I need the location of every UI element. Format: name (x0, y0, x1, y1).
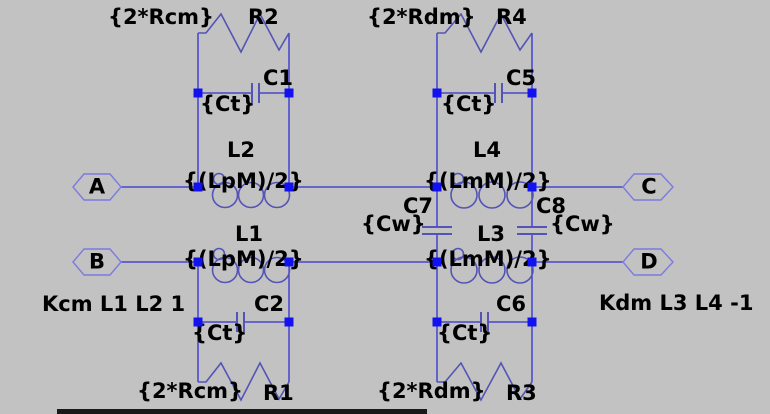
c2-designator-label[interactable]: C2 (254, 292, 285, 316)
inductor-loop (478, 181, 506, 209)
inductor-l4-symbol[interactable] (450, 172, 534, 209)
l1-designator-label[interactable]: L1 (235, 222, 263, 246)
l1-value-label[interactable]: {(LpM)/2} (183, 247, 304, 271)
c8-value-label[interactable]: {Cw} (550, 212, 615, 236)
port-c-symbol[interactable] (622, 173, 674, 201)
port-a-symbol[interactable] (72, 173, 122, 201)
resistor-r4-symbol[interactable] (437, 12, 533, 54)
phasing-dot-icon (451, 247, 465, 261)
r3-value-label[interactable]: {2*Rdm} (377, 379, 486, 403)
inductor-loop (478, 256, 506, 284)
inductor-l1-symbol[interactable] (211, 247, 291, 284)
inductor-loop (211, 256, 239, 284)
r1-designator-label[interactable]: R1 (263, 381, 294, 405)
inductor-loop (237, 181, 265, 209)
r2-value-label[interactable]: {2*Rcm} (108, 5, 214, 29)
r4-designator-label[interactable]: R4 (496, 5, 527, 29)
r1-value-label[interactable]: {2*Rcm} (137, 379, 243, 403)
phasing-dot-icon (451, 172, 465, 186)
inductor-loop (506, 181, 534, 209)
inductor-loop (506, 256, 534, 284)
c5-value-label[interactable]: {Ct} (441, 92, 497, 116)
capacitor-c6-symbol[interactable] (480, 312, 489, 332)
l3-value-label[interactable]: {(LmM)/2} (424, 247, 552, 271)
port-b-symbol[interactable] (72, 248, 122, 276)
inductor-loop (237, 256, 265, 284)
capacitor-c1-symbol[interactable] (251, 83, 260, 103)
l3-designator-label[interactable]: L3 (477, 222, 505, 246)
r3-designator-label[interactable]: R3 (506, 381, 537, 405)
c6-designator-label[interactable]: C6 (496, 292, 527, 316)
l2-value-label[interactable]: {(LpM)/2} (183, 169, 304, 193)
inductor-loop (263, 256, 291, 284)
resistor-r1-symbol[interactable] (198, 361, 290, 402)
c6-value-label[interactable]: {Ct} (437, 321, 493, 345)
capacitor-c8-symbol[interactable] (517, 226, 547, 235)
l4-designator-label[interactable]: L4 (473, 138, 501, 162)
c7-designator-label[interactable]: C7 (403, 194, 434, 218)
resistor-r2-symbol[interactable] (198, 12, 290, 54)
inductor-l2-symbol[interactable] (211, 172, 291, 209)
c8-designator-label[interactable]: C8 (536, 194, 567, 218)
c2-value-label[interactable]: {Ct} (192, 321, 248, 345)
l4-value-label[interactable]: {(LmM)/2} (424, 169, 552, 193)
l2-designator-label[interactable]: L2 (227, 138, 255, 162)
resistor-r3-symbol[interactable] (437, 361, 533, 402)
inductor-loop (450, 181, 478, 209)
inductor-l3-symbol[interactable] (450, 247, 534, 284)
kdm-directive-text[interactable]: Kdm L3 L4 -1 (599, 291, 754, 315)
r2-designator-label[interactable]: R2 (248, 5, 279, 29)
capacitor-c2-symbol[interactable] (236, 312, 245, 332)
c1-value-label[interactable]: {Ct} (200, 92, 256, 116)
kcm-directive-text[interactable]: Kcm L1 L2 1 (42, 292, 186, 316)
c1-designator-label[interactable]: C1 (263, 66, 294, 90)
capacitor-c5-symbol[interactable] (494, 83, 503, 103)
capacitor-c7-symbol[interactable] (422, 226, 452, 235)
inductor-loop (450, 256, 478, 284)
c5-designator-label[interactable]: C5 (506, 66, 537, 90)
port-d-symbol[interactable] (622, 248, 674, 276)
inductor-loop (211, 181, 239, 209)
inductor-loop (263, 181, 291, 209)
taskbar-edge (57, 409, 427, 414)
c7-value-label[interactable]: {Cw} (361, 212, 426, 236)
r4-value-label[interactable]: {2*Rdm} (367, 5, 476, 29)
